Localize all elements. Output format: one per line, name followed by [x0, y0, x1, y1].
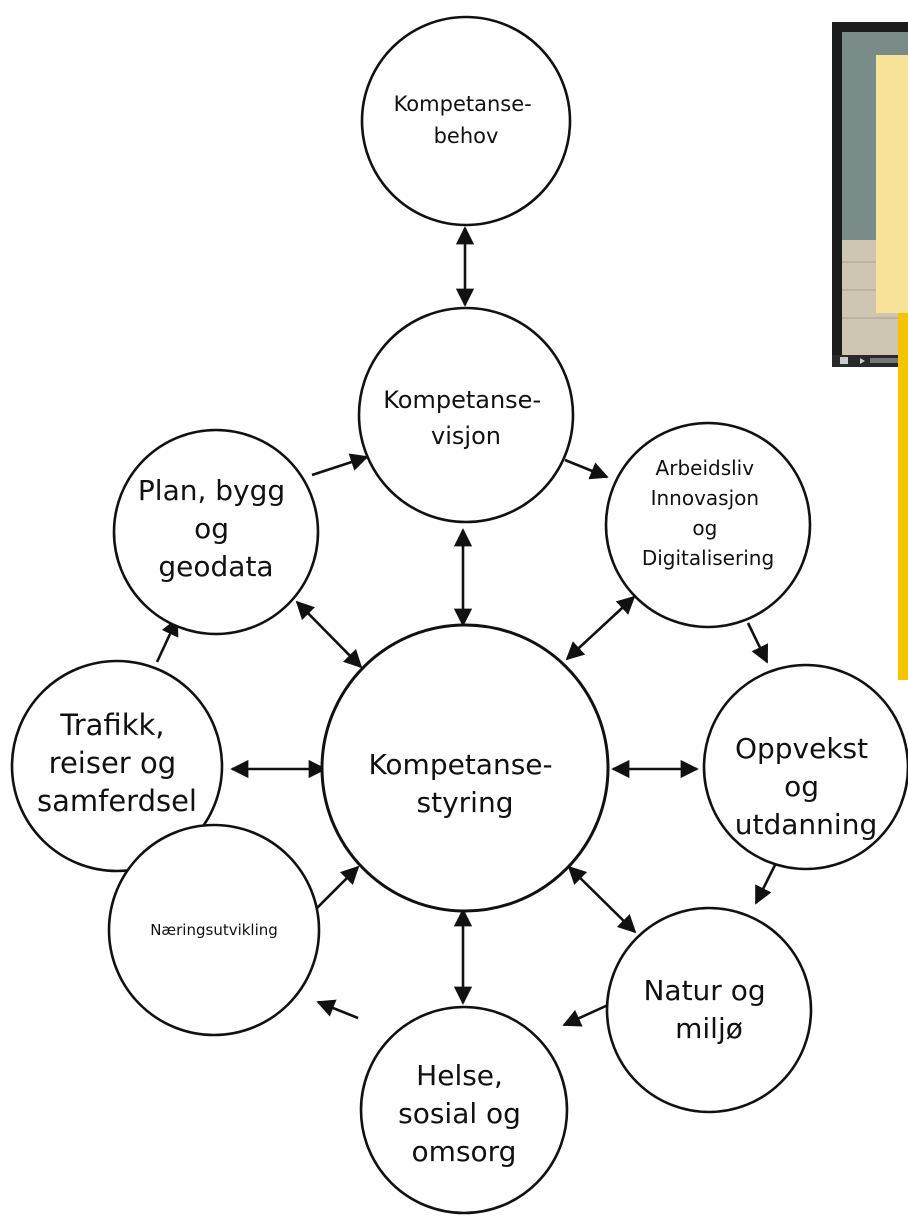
label-line: Trafikk, — [59, 708, 164, 742]
yellow-overlay-panel — [876, 55, 908, 313]
label-line: miljø — [675, 1012, 743, 1045]
label-line: Næringsutvikling — [150, 921, 278, 939]
node-natur: Natur og miljø — [605, 906, 813, 1114]
label-line: samferdsel — [37, 784, 197, 818]
node-trafikk: Trafikk, reiser og samferdsel — [10, 659, 224, 873]
arrow-center-natur — [567, 865, 637, 934]
node-plan-bygg-geodata: Plan, bygg og geodata — [112, 428, 320, 636]
label-line: reiser og — [49, 746, 176, 780]
node-kompetansebehov: Kompetanse- behov — [360, 15, 572, 227]
label-line: Oppvekst — [735, 732, 868, 765]
node-kompetansestyring[interactable]: Kompetanse- styring — [320, 623, 610, 913]
label-line: Plan, bygg — [138, 474, 285, 507]
node-naeringsutvikling: Næringsutvikling — [107, 823, 321, 1037]
label-line: styring — [417, 786, 514, 819]
arrow-natur-helse — [562, 1003, 609, 1027]
label-line: utdanning — [735, 808, 877, 841]
node-oppvekst-label: Oppvekst og utdanning — [735, 732, 877, 841]
arrow-plan-visjon — [311, 453, 369, 477]
node-kompetansevisjon: Kompetanse- visjon — [357, 306, 575, 524]
node-helse: Helse, sosial og omsorg — [359, 1005, 569, 1215]
arrow-center-plan — [295, 600, 363, 669]
arrow-oppvekst-natur — [754, 862, 778, 905]
label-line: Kompetanse- — [368, 748, 552, 781]
label-line: sosial og — [398, 1097, 521, 1130]
label-line: omsorg — [412, 1135, 517, 1168]
video-progress-track[interactable] — [870, 358, 908, 363]
arrow-helse-naering — [316, 999, 359, 1020]
label-line: Arbeidsliv — [656, 456, 755, 480]
label-line: og — [194, 512, 229, 545]
label-line: Digitalisering — [642, 546, 774, 570]
label-line: Innovasjon — [651, 486, 759, 510]
label-line: visjon — [431, 422, 501, 450]
node-naeringsutvikling-label: Næringsutvikling — [150, 921, 278, 939]
monitor-icon[interactable] — [840, 357, 848, 364]
label-line: Natur og — [643, 974, 765, 1007]
node-kompetansevisjon-label: Kompetanse- visjon — [383, 386, 549, 450]
node-oppvekst: Oppvekst og utdanning — [702, 663, 908, 871]
label-line: Helse, — [416, 1059, 503, 1092]
play-icon[interactable] — [860, 358, 865, 364]
arrow-visjon-arbeidsliv — [564, 458, 609, 480]
label-line: Kompetanse- — [383, 386, 541, 414]
label-line: behov — [434, 124, 499, 148]
node-plan-bygg-geodata-label: Plan, bygg og geodata — [138, 474, 294, 583]
node-kompetansebehov-label: Kompetanse- behov — [394, 92, 539, 148]
label-line: og — [692, 516, 717, 540]
arrow-center-arbeidsliv — [565, 595, 636, 661]
label-line: og — [784, 770, 819, 803]
accent-bar — [898, 313, 908, 680]
arrow-arbeidsliv-oppvekst — [746, 622, 769, 664]
label-line: Kompetanse- — [394, 92, 532, 116]
node-arbeidsliv-label: Arbeidsliv Innovasjon og Digitalisering — [642, 456, 774, 570]
node-helse-label: Helse, sosial og omsorg — [398, 1059, 530, 1168]
label-line: geodata — [158, 550, 273, 583]
node-arbeidsliv: Arbeidsliv Innovasjon og Digitalisering — [604, 421, 812, 629]
node-trafikk-label: Trafikk, reiser og samferdsel — [37, 708, 197, 818]
node-kompetansestyring-label: Kompetanse- styring — [368, 748, 561, 819]
node-natur-label: Natur og miljø — [643, 974, 774, 1045]
